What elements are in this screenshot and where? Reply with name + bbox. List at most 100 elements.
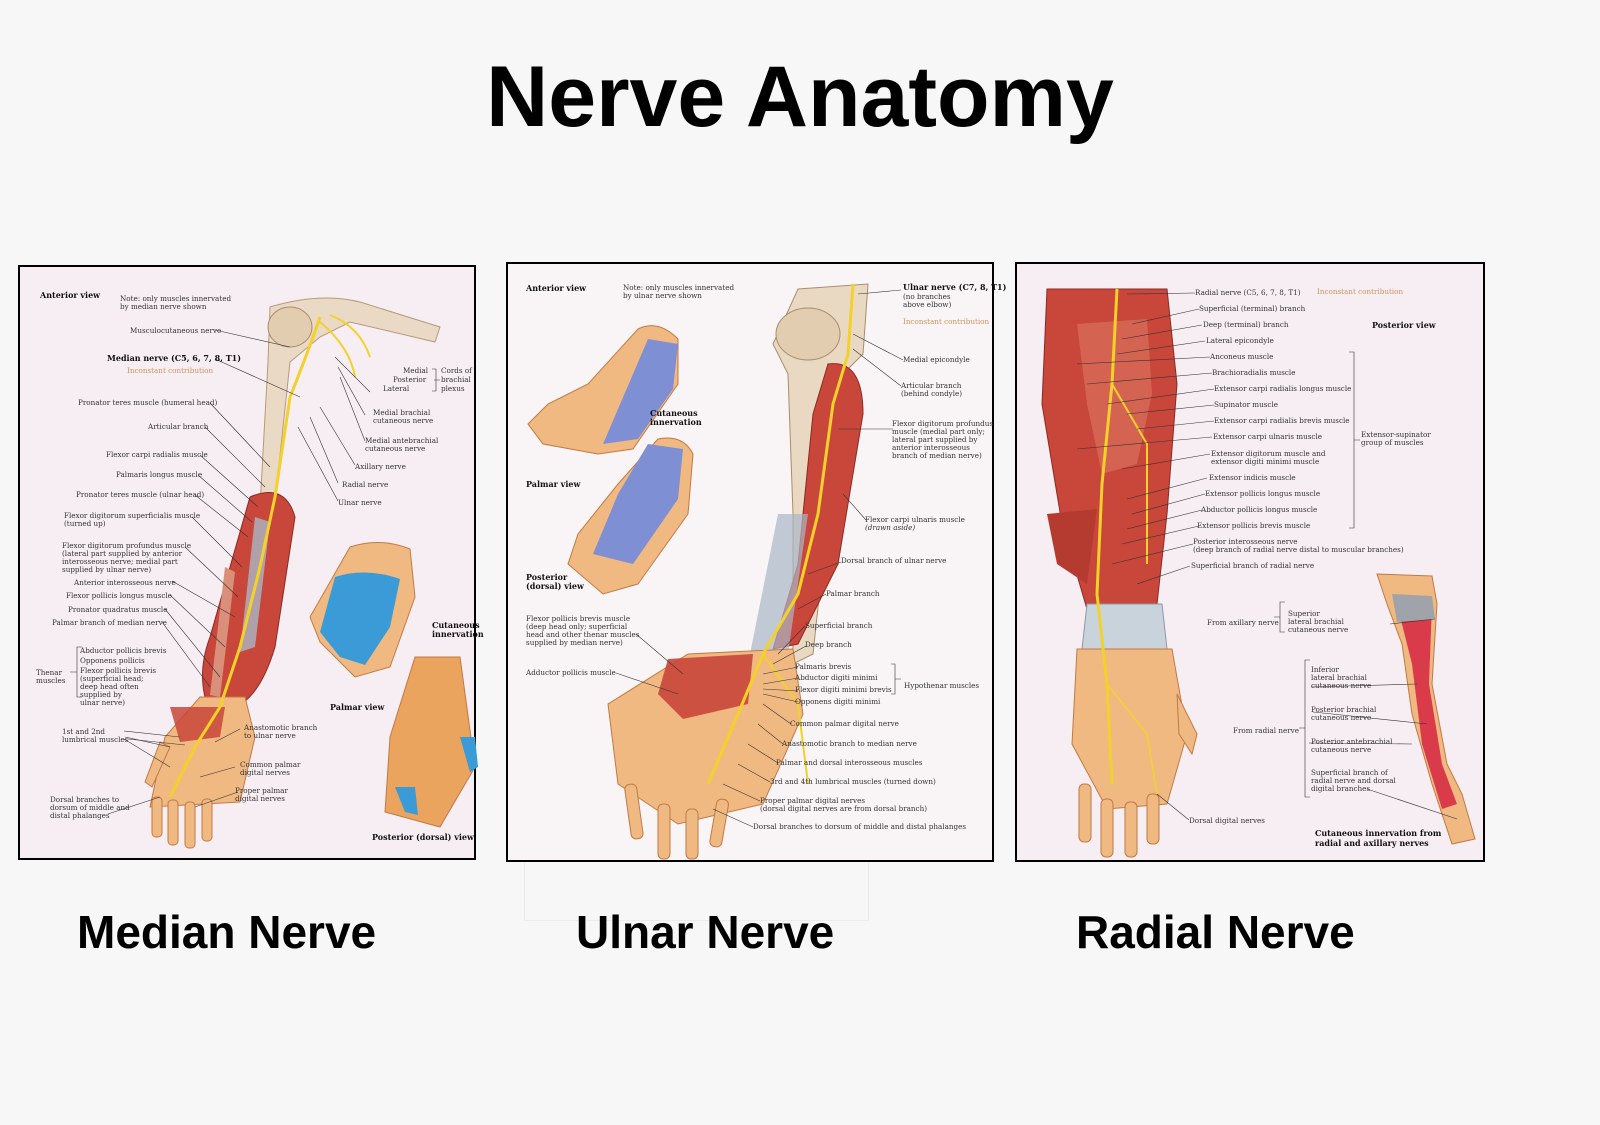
svg-text:From axillary nerve: From axillary nerve (1207, 618, 1279, 627)
svg-text:Flexor digitorum profundus mus: Flexor digitorum profundus muscle (62, 541, 191, 550)
svg-text:muscles: muscles (36, 676, 66, 685)
svg-text:Flexor carpi radialis muscle: Flexor carpi radialis muscle (106, 450, 208, 459)
svg-text:Anterior interosseous nerve: Anterior interosseous nerve (73, 578, 176, 587)
svg-text:Palmar view: Palmar view (526, 479, 581, 489)
svg-text:(behind condyle): (behind condyle) (901, 389, 962, 398)
svg-text:cutaneous nerve: cutaneous nerve (1288, 625, 1348, 634)
svg-text:Lateral epicondyle: Lateral epicondyle (1206, 336, 1274, 345)
svg-text:Medial brachial: Medial brachial (373, 408, 431, 417)
svg-text:to ulnar nerve: to ulnar nerve (244, 731, 296, 740)
svg-text:Extensor digitorum muscle and: Extensor digitorum muscle and (1211, 449, 1326, 458)
svg-text:Flexor pollicis longus muscle: Flexor pollicis longus muscle (66, 591, 172, 600)
svg-text:Median nerve (C5, 6, 7, 8, T1): Median nerve (C5, 6, 7, 8, T1) (107, 353, 241, 363)
svg-text:Common palmar: Common palmar (240, 760, 301, 769)
svg-text:Hypothenar muscles: Hypothenar muscles (904, 681, 979, 690)
svg-text:Medial epicondyle: Medial epicondyle (903, 355, 970, 364)
svg-text:Inferior: Inferior (1311, 665, 1339, 674)
svg-text:ulnar nerve): ulnar nerve) (80, 698, 125, 707)
svg-text:Superficial branch: Superficial branch (805, 621, 873, 630)
page-title: Nerve Anatomy (486, 49, 1114, 145)
svg-text:Abductor digiti minimi: Abductor digiti minimi (794, 673, 878, 682)
svg-text:cutaneous nerve: cutaneous nerve (365, 444, 425, 453)
svg-text:Palmaris longus muscle: Palmaris longus muscle (116, 470, 202, 479)
svg-text:Anconeus muscle: Anconeus muscle (1209, 352, 1273, 361)
svg-text:Extensor-supinator: Extensor-supinator (1361, 430, 1431, 439)
svg-text:Deep (terminal) branch: Deep (terminal) branch (1203, 320, 1289, 329)
svg-text:Abductor pollicis longus muscl: Abductor pollicis longus muscle (1200, 505, 1317, 514)
svg-text:Cutaneous: Cutaneous (650, 408, 698, 418)
svg-text:Ulnar nerve: Ulnar nerve (338, 498, 382, 507)
svg-text:(superficial head;: (superficial head; (80, 674, 144, 683)
svg-text:Thenar: Thenar (36, 668, 63, 677)
svg-text:Posterior (dorsal) view: Posterior (dorsal) view (372, 832, 475, 842)
svg-text:extensor digiti minimi muscle: extensor digiti minimi muscle (1211, 457, 1319, 466)
svg-text:Palmaris brevis: Palmaris brevis (795, 662, 852, 671)
svg-text:Flexor carpi ulnaris muscle: Flexor carpi ulnaris muscle (865, 515, 965, 524)
svg-text:Cutaneous innervation from: Cutaneous innervation from (1315, 828, 1442, 838)
svg-text:innervation: innervation (650, 417, 702, 427)
svg-text:Dorsal branches to: Dorsal branches to (50, 795, 119, 804)
svg-text:by ulnar nerve shown: by ulnar nerve shown (623, 291, 702, 300)
svg-text:Flexor digitorum profundus: Flexor digitorum profundus (892, 419, 993, 428)
svg-text:cutaneous nerve: cutaneous nerve (1311, 713, 1371, 722)
svg-text:Cords of: Cords of (441, 366, 473, 375)
svg-text:digital nerves: digital nerves (235, 794, 285, 803)
svg-text:Anastomotic branch to median n: Anastomotic branch to median nerve (781, 739, 917, 748)
svg-text:group of muscles: group of muscles (1361, 438, 1424, 447)
svg-text:lateral part supplied by: lateral part supplied by (892, 435, 978, 444)
svg-text:Ulnar nerve (C7, 8, T1): Ulnar nerve (C7, 8, T1) (903, 282, 1007, 292)
svg-text:Inconstant contribution: Inconstant contribution (1317, 287, 1403, 296)
ulnar-nerve-caption: Ulnar Nerve (576, 906, 835, 958)
svg-text:Flexor digitorum superficialis: Flexor digitorum superficialis muscle (64, 511, 200, 520)
svg-text:Axillary nerve: Axillary nerve (354, 462, 406, 471)
svg-text:radial nerve and dorsal: radial nerve and dorsal (1311, 776, 1397, 785)
svg-text:Medial: Medial (403, 366, 429, 375)
svg-text:(deep branch of radial nerve d: (deep branch of radial nerve distal to m… (1193, 545, 1404, 554)
svg-text:Inconstant contribution: Inconstant contribution (127, 366, 213, 375)
svg-text:Extensor indicis muscle: Extensor indicis muscle (1209, 473, 1296, 482)
svg-text:Note: only muscles innervated: Note: only muscles innervated (120, 294, 231, 303)
svg-text:Opponens pollicis: Opponens pollicis (80, 656, 145, 665)
svg-text:Superficial branch of radial n: Superficial branch of radial nerve (1191, 561, 1314, 570)
svg-text:Articular branch: Articular branch (900, 381, 962, 390)
svg-text:Extensor pollicis longus muscl: Extensor pollicis longus muscle (1205, 489, 1320, 498)
svg-text:From radial nerve: From radial nerve (1233, 726, 1299, 735)
ulnar-nerve-illustration: Anterior view Note: only muscles innerva… (506, 262, 1007, 862)
svg-text:Extensor carpi radialis brevis: Extensor carpi radialis brevis muscle (1214, 416, 1350, 425)
svg-text:Radial nerve: Radial nerve (342, 480, 388, 489)
svg-text:Palmar branch: Palmar branch (826, 589, 880, 598)
svg-text:Flexor digiti minimi brevis: Flexor digiti minimi brevis (795, 685, 892, 694)
svg-text:Posterior: Posterior (526, 572, 568, 582)
svg-text:Abductor pollicis brevis: Abductor pollicis brevis (79, 646, 167, 655)
svg-text:Lateral: Lateral (383, 384, 410, 393)
svg-text:above elbow): above elbow) (903, 300, 951, 309)
svg-text:(turned up): (turned up) (64, 519, 106, 528)
svg-text:(dorsal digital nerves are fro: (dorsal digital nerves are from dorsal b… (760, 804, 927, 813)
svg-text:dorsum of middle and: dorsum of middle and (50, 803, 130, 812)
svg-text:Palmar view: Palmar view (330, 702, 385, 712)
svg-text:Posterior brachial: Posterior brachial (1311, 705, 1377, 714)
svg-text:supplied by ulnar nerve): supplied by ulnar nerve) (62, 565, 151, 574)
svg-text:anterior interosseous: anterior interosseous (892, 443, 970, 452)
svg-text:innervation: innervation (432, 629, 484, 639)
svg-text:(dorsal) view: (dorsal) view (526, 581, 585, 591)
svg-text:Opponens digiti minimi: Opponens digiti minimi (795, 697, 881, 706)
svg-text:Common palmar digital nerve: Common palmar digital nerve (790, 719, 899, 728)
svg-text:cutaneous nerve: cutaneous nerve (1311, 681, 1371, 690)
caption-frame (524, 862, 869, 921)
svg-text:deep head often: deep head often (80, 682, 139, 691)
median-view-label: Anterior view (39, 290, 101, 300)
svg-text:Posterior antebrachial: Posterior antebrachial (1311, 737, 1393, 746)
svg-text:lateral brachial: lateral brachial (1288, 617, 1345, 626)
svg-text:Flexor pollicis brevis: Flexor pollicis brevis (80, 666, 156, 675)
svg-text:muscle (medial part only;: muscle (medial part only; (892, 427, 985, 436)
svg-text:Brachioradialis muscle: Brachioradialis muscle (1212, 368, 1295, 377)
svg-text:radial and axillary nerves: radial and axillary nerves (1315, 838, 1429, 848)
svg-text:Proper palmar: Proper palmar (235, 786, 288, 795)
svg-text:Flexor pollicis brevis muscle: Flexor pollicis brevis muscle (526, 614, 630, 623)
svg-text:Dorsal digital nerves: Dorsal digital nerves (1189, 816, 1265, 825)
svg-text:Dorsal branch of ulnar nerve: Dorsal branch of ulnar nerve (841, 556, 946, 565)
svg-text:head and other thenar muscles: head and other thenar muscles (526, 630, 640, 639)
svg-text:Superficial branch of: Superficial branch of (1311, 768, 1389, 777)
svg-text:Superficial (terminal) branch: Superficial (terminal) branch (1199, 304, 1306, 313)
